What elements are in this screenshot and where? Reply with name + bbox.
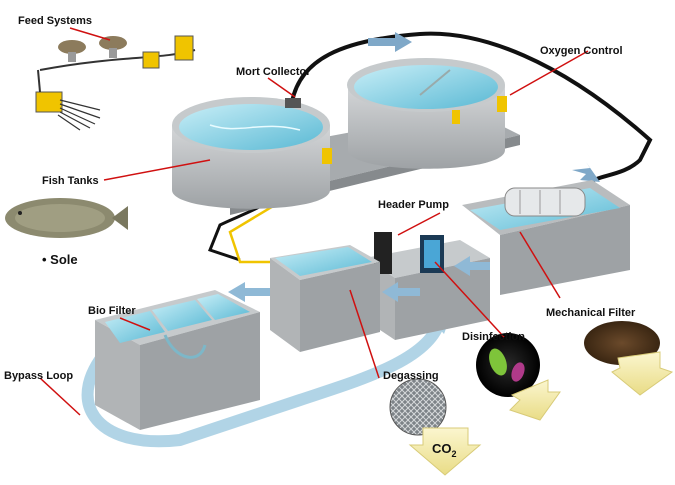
label-mort-collector: Mort Collector <box>236 66 311 78</box>
label-bio-filter: Bio Filter <box>88 305 136 317</box>
right-flow-arrow <box>572 162 600 182</box>
disinfection-bacteria <box>476 333 540 397</box>
label-feed-systems: Feed Systems <box>18 15 92 27</box>
top-flow-arrow <box>368 32 412 52</box>
feed-systems-equipment <box>35 35 196 131</box>
flow-arrow-pump-to-degas <box>382 282 420 302</box>
header-pump-box <box>365 232 490 340</box>
oxygen-probe-mid <box>452 110 460 124</box>
label-sole: • Sole <box>42 252 78 267</box>
label-header-pump: Header Pump <box>378 199 449 211</box>
mort-collector-unit <box>285 98 301 108</box>
mechanical-filter-arrow <box>611 351 674 396</box>
mechanical-filter-unit <box>462 180 630 295</box>
flow-arrow-degas-to-bio <box>228 282 270 302</box>
degassing-tank <box>270 245 380 352</box>
fish-tank-left <box>172 97 330 209</box>
bypass-loop-flow <box>81 314 446 448</box>
label-co2-subscript: 2 <box>452 449 457 459</box>
label-co2: CO2 <box>432 441 457 459</box>
label-degassing: Degassing <box>383 370 439 382</box>
label-co2-main: CO <box>432 441 452 456</box>
label-oxygen-control: Oxygen Control <box>540 45 623 57</box>
disinfection-arrow <box>509 379 561 421</box>
main-pipe <box>290 31 653 184</box>
sole-fish <box>5 198 128 238</box>
co2-arrow <box>408 427 482 476</box>
mechanical-filter-solids <box>584 321 660 365</box>
fish-tank-right <box>347 58 505 169</box>
oxygen-probe-left <box>322 148 332 164</box>
oxygen-probe-right <box>497 96 507 112</box>
label-fish-tanks: Fish Tanks <box>42 175 99 187</box>
label-disinfection: Disinfection <box>462 331 525 343</box>
label-bypass-loop: Bypass Loop <box>4 370 73 382</box>
flow-arrow-mech-to-pump <box>454 256 490 276</box>
label-mechanical-filter: Mechanical Filter <box>546 307 636 319</box>
leader-lines <box>39 27 589 416</box>
bio-filter-tanks <box>95 290 260 430</box>
degassing-media <box>389 378 447 436</box>
